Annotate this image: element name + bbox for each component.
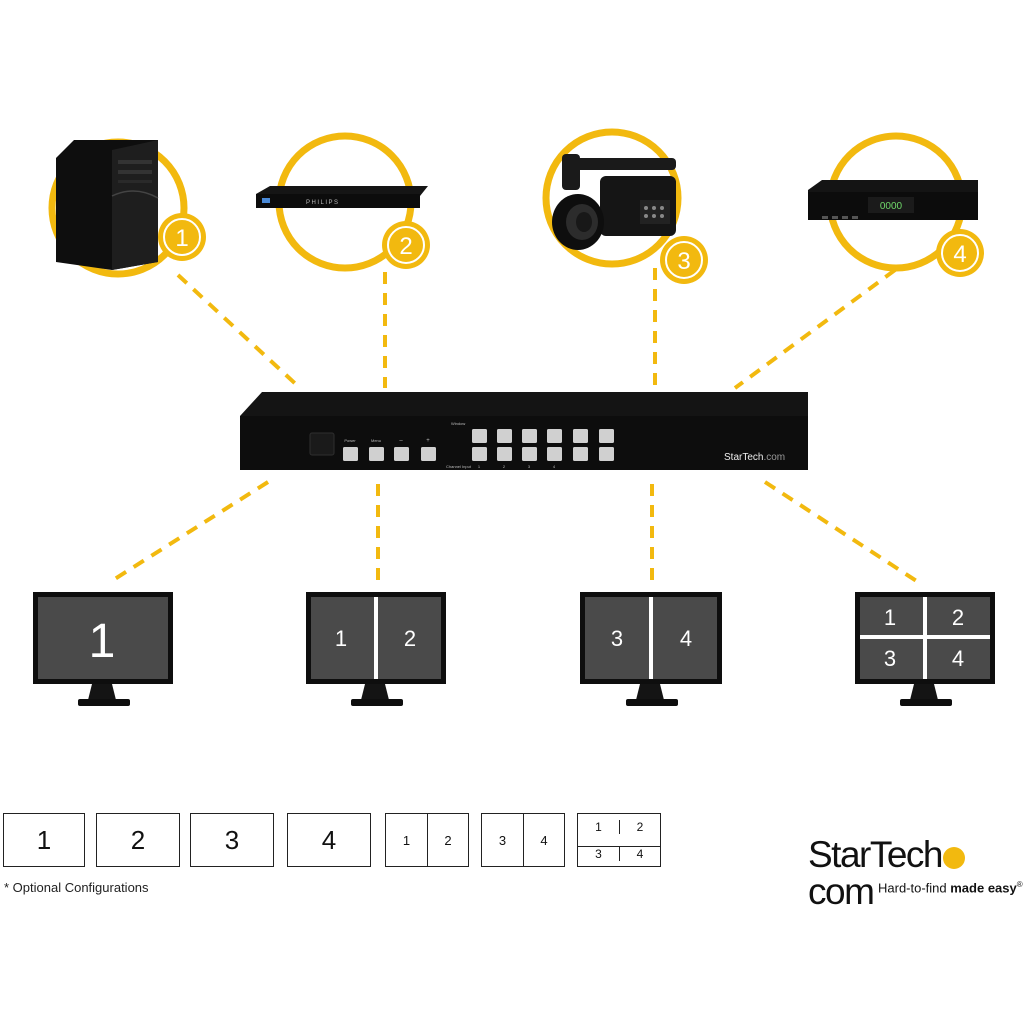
config-quad-4: 4 xyxy=(619,845,660,861)
config-quad-3: 3 xyxy=(578,845,619,861)
config-single-2: 2 xyxy=(96,813,180,867)
config-split-1-2-left: 1 xyxy=(402,832,411,848)
switcher-brand-name: StarTech xyxy=(724,452,763,463)
config-single-3: 3 xyxy=(190,813,274,867)
source-4-label: 4 xyxy=(953,241,966,268)
monitor-2: 1 2 xyxy=(306,592,446,706)
source-1-label: 1 xyxy=(175,225,188,252)
power-button[interactable] xyxy=(343,447,358,461)
config-quad-1: 1 xyxy=(595,820,602,834)
monitor-2-pane-2: 2 xyxy=(404,626,416,651)
monitor-3: 3 4 xyxy=(580,592,722,706)
logo-dot-icon xyxy=(943,847,966,869)
menu-label: Menu xyxy=(371,438,381,443)
mode-button-6[interactable] xyxy=(599,447,614,461)
source-3-label: 3 xyxy=(677,248,690,275)
source-1: 1 xyxy=(48,138,206,278)
monitor-4-pane-4: 4 xyxy=(952,646,964,671)
minus-button[interactable] xyxy=(394,447,409,461)
channel-button-3[interactable] xyxy=(522,447,537,461)
startech-logo: StarTechcom xyxy=(808,836,1024,910)
config-split-1-2-right: 2 xyxy=(427,814,468,866)
line-monitor-1 xyxy=(108,480,270,584)
channel-number-3: 3 xyxy=(528,464,531,469)
source-2-label: 2 xyxy=(399,233,412,260)
optional-configurations-footnote: * Optional Configurations xyxy=(4,880,149,895)
config-split-1-2: 1 2 xyxy=(385,813,469,867)
window-label: Window xyxy=(451,421,465,426)
quad-switcher: Power Menu – + Window Channel Input 1 2 … xyxy=(240,392,808,470)
channel-number-4: 4 xyxy=(553,464,556,469)
config-single-4: 4 xyxy=(287,813,371,867)
channel-button-2[interactable] xyxy=(497,447,512,461)
monitor-4-pane-2: 2 xyxy=(952,605,964,630)
window-button-5[interactable] xyxy=(573,429,588,443)
window-button-6[interactable] xyxy=(599,429,614,443)
config-single-4-label: 4 xyxy=(321,824,337,855)
menu-button[interactable] xyxy=(369,447,384,461)
channel-button-1[interactable] xyxy=(472,447,487,461)
monitor-4: 1 2 3 4 xyxy=(855,592,995,706)
switcher-brand: StarTech.com xyxy=(724,452,785,463)
channel-number-1: 1 xyxy=(478,464,481,469)
plus-label: + xyxy=(426,438,430,444)
window-button-4[interactable] xyxy=(547,429,562,443)
desktop-pc-icon xyxy=(56,140,159,270)
config-quad: 1 2 3 4 xyxy=(577,813,661,867)
config-single-2-label: 2 xyxy=(130,824,146,855)
set-top-box-icon: 0000 xyxy=(808,180,978,220)
logo-name-end: com xyxy=(808,871,875,912)
set-top-box-display: 0000 xyxy=(880,201,903,212)
channel-number-2: 2 xyxy=(503,464,506,469)
ir-sensor-window xyxy=(309,432,335,456)
power-label: Power xyxy=(344,438,356,443)
monitor-4-pane-1: 1 xyxy=(884,605,896,630)
tagline-bold: made easy xyxy=(950,880,1017,896)
monitor-3-pane-1: 3 xyxy=(611,626,623,651)
channel-input-buttons xyxy=(472,447,614,461)
plus-button[interactable] xyxy=(421,447,436,461)
source-3: 3 xyxy=(542,128,708,284)
logo-name-start: StarTech xyxy=(808,834,944,875)
config-split-3-4-left: 3 xyxy=(498,832,507,848)
logo-tagline: Hard-to-find made easy® xyxy=(878,880,1023,895)
monitor-1-pane-1: 1 xyxy=(89,615,116,668)
window-button-2[interactable] xyxy=(497,429,512,443)
tagline-start: Hard-to-find xyxy=(878,880,951,896)
channel-button-4[interactable] xyxy=(547,447,562,461)
config-single-1: 1 xyxy=(3,813,85,867)
monitor-1: 1 xyxy=(33,592,173,706)
connection-lines xyxy=(108,268,920,584)
source-2: PHILIPS 2 xyxy=(256,132,430,272)
line-monitor-4 xyxy=(763,480,920,584)
channel-input-label: Channel Input xyxy=(446,464,472,469)
tagline-mark: ® xyxy=(1016,880,1023,889)
config-quad-2: 2 xyxy=(619,820,660,834)
monitor-2-pane-1: 1 xyxy=(335,626,347,651)
config-split-3-4-right: 4 xyxy=(523,814,564,866)
window-button-1[interactable] xyxy=(472,429,487,443)
player-brand: PHILIPS xyxy=(306,200,340,206)
line-source-1 xyxy=(176,273,302,390)
mode-button-5[interactable] xyxy=(573,447,588,461)
source-4: 0000 4 xyxy=(808,132,984,277)
config-split-3-4: 3 4 xyxy=(481,813,565,867)
video-camera-icon xyxy=(552,154,676,250)
window-button-3[interactable] xyxy=(522,429,537,443)
config-single-3-label: 3 xyxy=(224,824,240,855)
minus-label: – xyxy=(399,438,403,444)
window-buttons xyxy=(472,429,614,443)
monitor-3-pane-2: 4 xyxy=(680,626,692,651)
blu-ray-player-icon: PHILIPS xyxy=(256,186,428,208)
config-single-1-label: 1 xyxy=(36,824,52,855)
switcher-brand-suffix: .com xyxy=(763,452,785,463)
line-source-4 xyxy=(733,268,897,390)
monitor-4-pane-3: 3 xyxy=(884,646,896,671)
